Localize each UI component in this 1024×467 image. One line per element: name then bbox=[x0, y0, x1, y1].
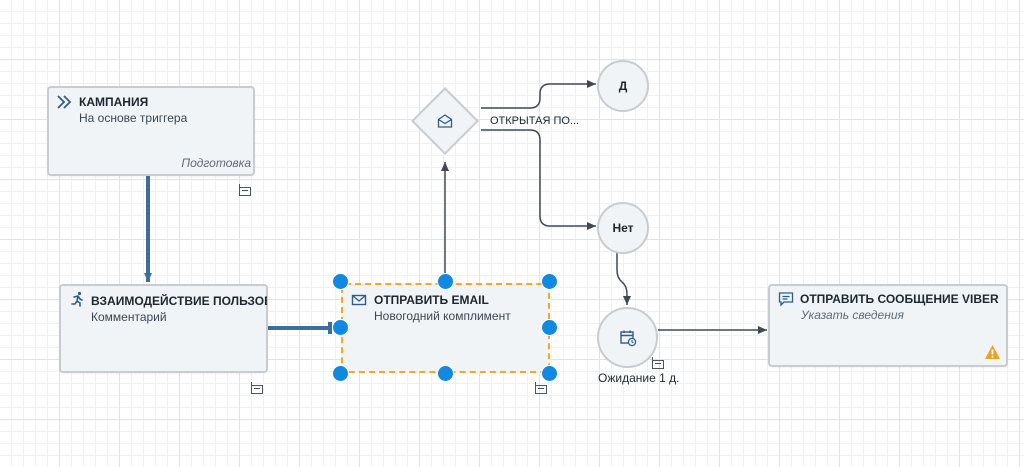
resize-handle-bottom[interactable] bbox=[437, 365, 454, 382]
send-viber-title: ОТПРАВИТЬ СООБЩЕНИЕ VIBER bbox=[800, 292, 999, 306]
running-person-icon bbox=[71, 291, 83, 307]
fast-forward-icon bbox=[57, 95, 72, 109]
yes-label: Д bbox=[618, 79, 628, 93]
campaign-node[interactable]: КАМПАНИЯ На основе триггера Подготовка bbox=[47, 86, 255, 176]
edge-end-cap bbox=[328, 322, 332, 334]
send-viber-subtitle: Указать сведения bbox=[801, 308, 904, 322]
campaign-title: КАМПАНИЯ bbox=[79, 95, 149, 109]
resize-handle-bottom-right[interactable] bbox=[541, 365, 558, 382]
no-branch-node[interactable]: Нет bbox=[597, 202, 649, 254]
edge-no-to-wait[interactable] bbox=[616, 251, 631, 305]
comment-box-icon[interactable] bbox=[534, 381, 548, 395]
warning-icon[interactable] bbox=[984, 344, 1001, 360]
comment-box-icon[interactable] bbox=[250, 381, 264, 395]
no-label: Нет bbox=[612, 221, 634, 235]
resize-handle-bottom-left[interactable] bbox=[332, 365, 349, 382]
wait-node[interactable] bbox=[597, 307, 658, 368]
send-email-title: ОТПРАВИТЬ EMAIL bbox=[374, 293, 489, 307]
resize-handle-top[interactable] bbox=[437, 273, 454, 290]
send-viber-node[interactable]: ОТПРАВИТЬ СООБЩЕНИЕ VIBER Указать сведен… bbox=[768, 284, 1008, 367]
open-envelope-icon bbox=[437, 114, 453, 128]
condition-label: ОТКРЫТАЯ ПО... bbox=[490, 115, 580, 127]
chat-icon bbox=[778, 292, 794, 307]
resize-handle-top-right[interactable] bbox=[541, 273, 558, 290]
edge-condition-to-yes[interactable] bbox=[481, 80, 596, 109]
comment-box-icon[interactable] bbox=[238, 183, 252, 197]
resize-handle-right[interactable] bbox=[541, 319, 558, 336]
interaction-title: ВЗАИМОДЕЙСТВИЕ ПОЛЬЗОВАТ... bbox=[91, 294, 267, 308]
send-email-subtitle: Новогодний комплимент bbox=[374, 309, 511, 323]
campaign-status: Подготовка bbox=[181, 156, 251, 170]
calendar-clock-icon bbox=[619, 330, 636, 346]
interaction-subtitle: Комментарий bbox=[91, 310, 167, 324]
yes-branch-node[interactable]: Д bbox=[597, 60, 649, 112]
edge-condition-to-no[interactable] bbox=[481, 129, 596, 230]
send-email-node[interactable]: ОТПРАВИТЬ EMAIL Новогодний комплимент bbox=[341, 283, 550, 373]
envelope-icon bbox=[351, 294, 367, 306]
comment-box-icon[interactable] bbox=[651, 356, 665, 370]
wait-label: Ожидание 1 д. bbox=[598, 371, 680, 385]
interaction-node[interactable]: ВЗАИМОДЕЙСТВИЕ ПОЛЬЗОВАТ... Комментарий bbox=[59, 284, 268, 373]
resize-handle-top-left[interactable] bbox=[332, 273, 349, 290]
campaign-subtitle: На основе триггера bbox=[79, 111, 188, 125]
resize-handle-left[interactable] bbox=[332, 319, 349, 336]
